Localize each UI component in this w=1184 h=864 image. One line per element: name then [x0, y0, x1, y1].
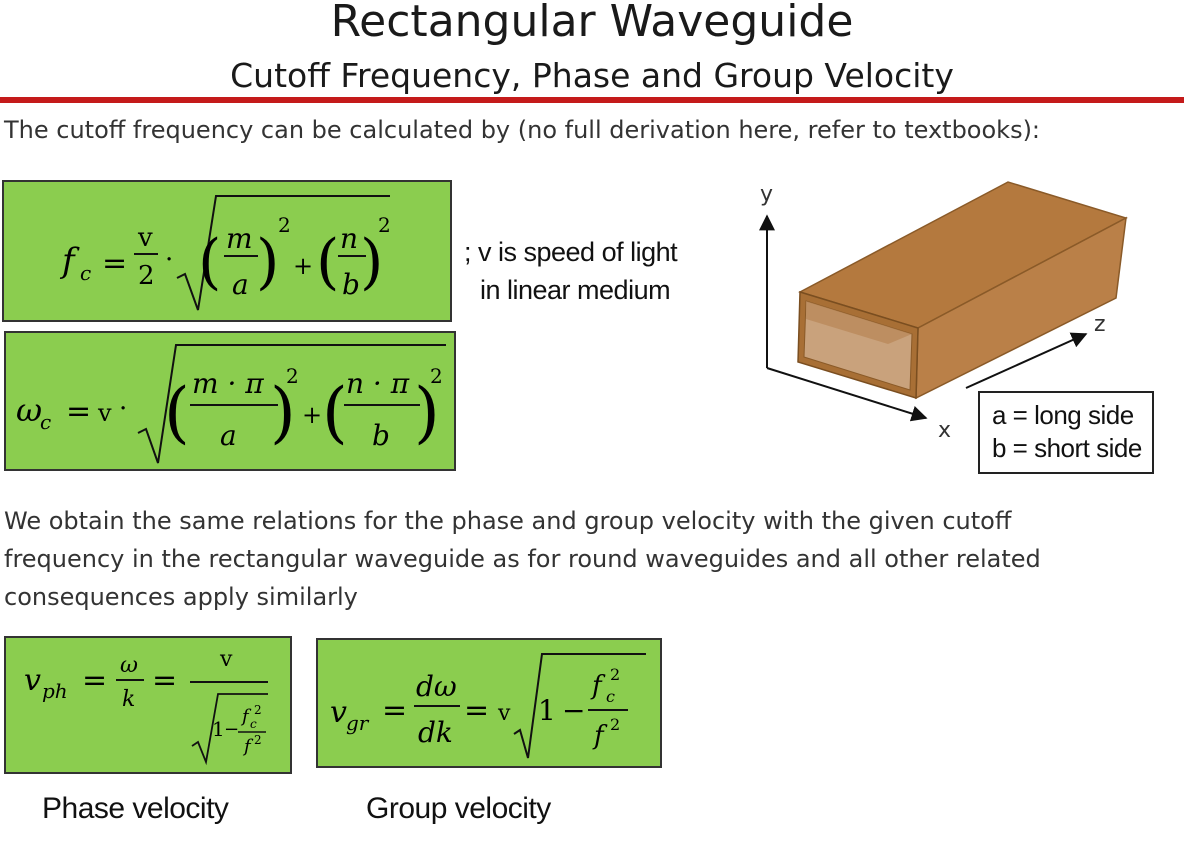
fc-symbol: f	[59, 241, 80, 281]
fc-subscript: c	[606, 687, 615, 706]
paren-close-1: )	[256, 227, 279, 297]
fc-subscript: c	[80, 261, 91, 285]
speed-of-light-note: ; v is speed of light in linear medium	[464, 233, 678, 309]
paren-open-2: (	[316, 227, 339, 297]
domega-numerator: dω	[416, 670, 457, 703]
dk-denominator: dk	[418, 716, 453, 749]
axis-x-label: x	[938, 418, 952, 443]
fc-exp: 2	[610, 665, 620, 684]
paren-open-1: (	[164, 374, 190, 451]
n-pi-numerator: n · π	[346, 367, 410, 400]
paren-open-2: (	[322, 374, 348, 451]
fc-exp: 2	[254, 703, 262, 717]
group-velocity-formula-box: v gr = dω dk = v 1 − f c 2 f 2	[316, 638, 662, 768]
sqrt-sign	[191, 693, 268, 766]
side-note-line-2: in linear medium	[480, 275, 671, 305]
m-var: m	[226, 222, 253, 255]
paren-close-2: )	[360, 227, 383, 297]
v-symbol: v	[497, 701, 511, 726]
v-symbol: v	[97, 399, 112, 427]
legend-short-side: b = short side	[992, 433, 1142, 463]
plus-sign: +	[302, 401, 322, 429]
minus-sign: −	[224, 719, 239, 740]
v-numerator: v	[219, 647, 233, 672]
two-denominator: 2	[138, 261, 155, 291]
page-subtitle: Cutoff Frequency, Phase and Group Veloci…	[230, 56, 954, 95]
sqrt-sign	[513, 653, 646, 759]
phase-velocity-formula-box: v ph = ω k = v 1 − f c 2 f 2	[4, 636, 292, 774]
cutoff-angular-formula: ω c = v · ( m · π a ) 2 + ( n · π b ) 2	[16, 344, 446, 464]
f-denominator: f	[242, 736, 254, 757]
f-denominator: f	[592, 721, 608, 751]
x-axis	[766, 367, 928, 422]
paren-close-1: )	[270, 374, 296, 451]
equals-sign-2: =	[464, 693, 489, 728]
axis-y-label: y	[760, 182, 774, 207]
exp-2: 2	[378, 213, 391, 237]
omega-c-symbol: ω	[16, 391, 42, 429]
exp-1: 2	[286, 364, 299, 388]
equals-sign-1: =	[382, 693, 407, 728]
equals-sign: =	[102, 246, 127, 281]
dot-operator: ·	[119, 394, 127, 424]
omega-numerator: ω	[120, 653, 138, 678]
dimension-legend: a = long side b = short side	[978, 391, 1154, 474]
a-var: a	[232, 268, 249, 301]
a-var: a	[220, 419, 237, 452]
exp-2: 2	[430, 364, 443, 388]
cutoff-angular-formula-box: ω c = v · ( m · π a ) 2 + ( n · π b ) 2	[4, 331, 456, 471]
page-title: Rectangular Waveguide	[330, 0, 854, 47]
paragraph-line-1: We obtain the same relations for the pha…	[4, 507, 1012, 535]
waveguide-inner-shade	[806, 301, 912, 344]
one: 1	[538, 694, 556, 727]
side-note-line-1: ; v is speed of light	[464, 237, 678, 267]
minus-sign: −	[562, 694, 585, 727]
one: 1	[212, 717, 225, 741]
f-exp: 2	[610, 715, 620, 734]
v-gr-symbol: v	[330, 695, 347, 730]
f-exp: 2	[254, 733, 262, 747]
group-velocity-formula: v gr = dω dk = v 1 − f c 2 f 2	[330, 653, 646, 759]
k-denominator: k	[122, 687, 135, 712]
relations-paragraph: We obtain the same relations for the pha…	[4, 502, 1154, 616]
sqrt-sign	[176, 195, 390, 311]
equals-sign: =	[66, 394, 91, 429]
paren-close-2: )	[414, 374, 440, 451]
fc-numerator: f	[590, 671, 606, 701]
axis-z-label: z	[1094, 312, 1106, 337]
paragraph-line-3: consequences apply similarly	[4, 583, 358, 611]
fc-subscript: c	[250, 717, 257, 731]
phase-velocity-formula: v ph = ω k = v 1 − f c 2 f 2	[24, 647, 268, 766]
m-pi-numerator: m · π	[192, 367, 264, 400]
title-divider	[0, 97, 1184, 103]
waveguide-diagram	[759, 181, 1128, 422]
z-axis	[965, 332, 1088, 389]
group-velocity-caption: Group velocity	[366, 792, 551, 825]
plus-sign: +	[293, 252, 313, 280]
v-gr-subscript: gr	[346, 711, 370, 735]
sqrt-sign	[137, 344, 446, 464]
v-ph-symbol: v	[24, 663, 41, 698]
v-numerator: v	[137, 223, 153, 253]
paragraph-line-2: frequency in the rectangular waveguide a…	[4, 545, 1041, 573]
dot-operator: ·	[165, 245, 173, 275]
equals-sign-1: =	[82, 663, 107, 698]
v-ph-subscript: ph	[42, 679, 68, 703]
n-var: n	[340, 222, 358, 255]
cutoff-frequency-formula-box: f c = v 2 · ( m a ) 2 + ( n b ) 2	[2, 180, 452, 322]
paren-open-1: (	[198, 227, 221, 297]
omega-c-subscript: c	[40, 410, 51, 434]
exp-1: 2	[278, 213, 291, 237]
equals-sign-2: =	[152, 663, 177, 698]
b-var: b	[342, 268, 360, 301]
phase-velocity-caption: Phase velocity	[42, 792, 229, 825]
b-var: b	[372, 419, 390, 452]
cutoff-frequency-formula: f c = v 2 · ( m a ) 2 + ( n b ) 2	[59, 195, 391, 311]
intro-text: The cutoff frequency can be calculated b…	[4, 116, 1041, 144]
legend-long-side: a = long side	[992, 400, 1134, 430]
